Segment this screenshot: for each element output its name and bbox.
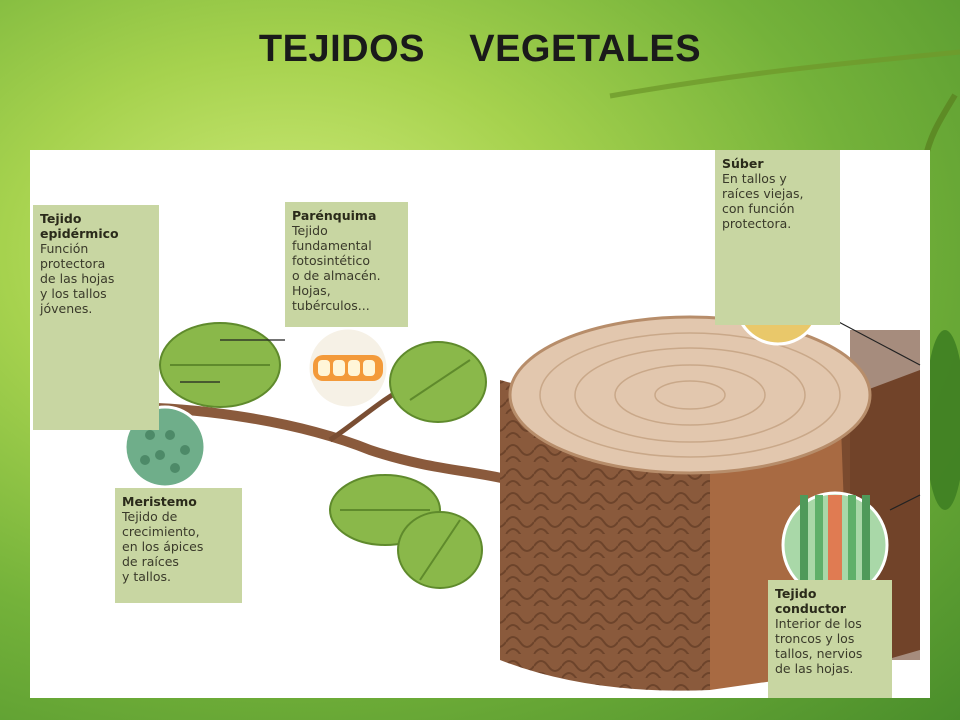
label-suber-title: Súber [722, 156, 764, 171]
label-parenchyma-title: Parénquima [292, 208, 377, 223]
label-conductive-title: Tejido conductor [775, 586, 846, 616]
leaf-upper-left [159, 322, 281, 408]
label-epidermic-body: Función protectora de las hojas y los ta… [40, 241, 115, 316]
slide-title: TEJIDOS VEGETALES [258, 28, 702, 70]
label-suber: Súber En tallos y raíces viejas, con fun… [715, 150, 840, 325]
label-epidermic-title: Tejido epidérmico [40, 211, 119, 241]
plant-illustration [40, 258, 921, 691]
leaf-lower-2 [397, 511, 483, 589]
conductive-tissue-zoom [781, 491, 889, 599]
label-parenchyma-body: Tejido fundamental fotosintético o de al… [292, 223, 381, 313]
label-suber-body: En tallos y raíces viejas, con función p… [722, 171, 804, 231]
label-meristem-title: Meristemo [122, 494, 197, 509]
label-parenchyma: Parénquima Tejido fundamental fotosintét… [285, 202, 408, 327]
cut-surface [508, 315, 872, 475]
label-meristem: Meristemo Tejido de crecimiento, en los … [115, 488, 242, 603]
diagram-panel: Tejido epidérmico Función protectora de … [30, 150, 930, 698]
leaf-upper-right [389, 341, 487, 423]
label-epidermic-tissue: Tejido epidérmico Función protectora de … [33, 205, 159, 430]
label-conductive-tissue: Tejido conductor Interior de los troncos… [768, 580, 892, 698]
label-meristem-body: Tejido de crecimiento, en los ápices de … [122, 509, 204, 584]
label-conductive-body: Interior de los troncos y los tallos, ne… [775, 616, 863, 676]
parenchyma-tissue-zoom [306, 326, 390, 410]
